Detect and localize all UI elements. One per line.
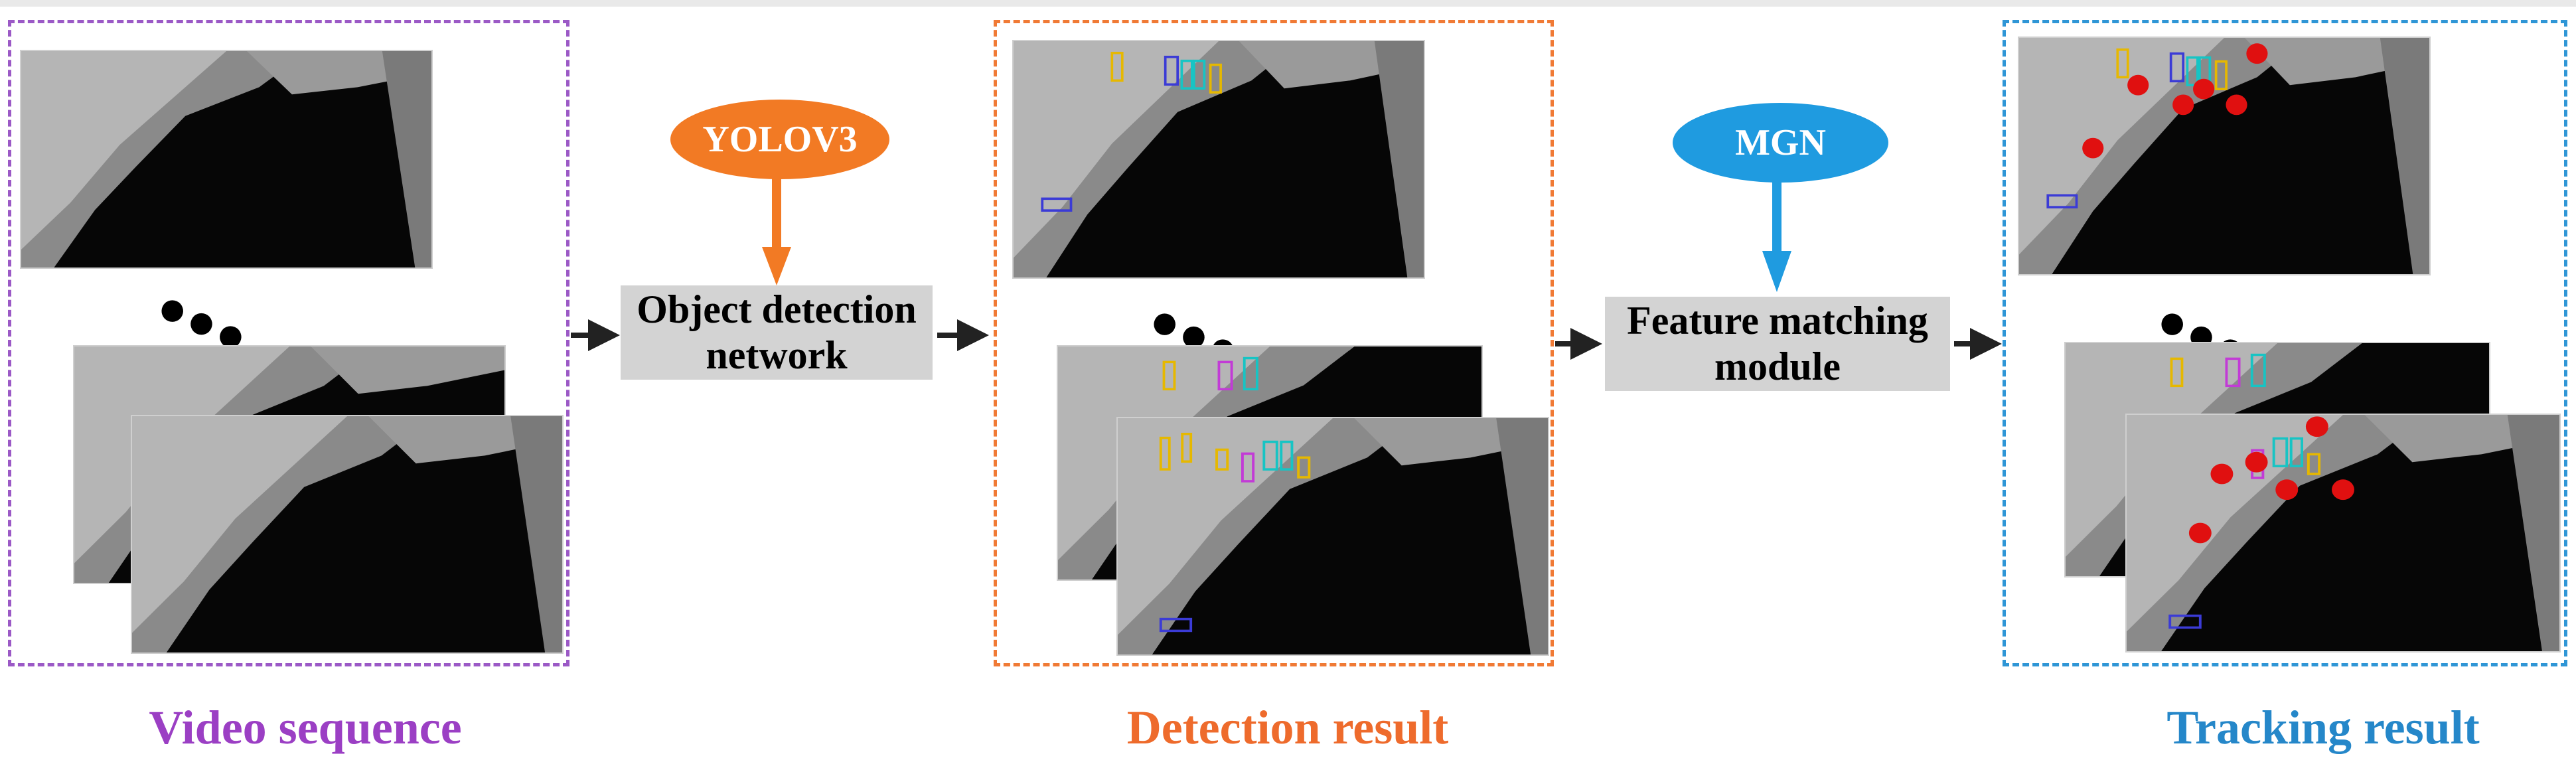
aerial-harbor-image-with-boxes: [1118, 418, 1548, 654]
aerial-harbor-image-with-tracks: [2127, 415, 2559, 651]
video-sequence-caption: Video sequence: [149, 701, 462, 754]
detection-result-panel: [994, 20, 1554, 666]
aerial-harbor-image-with-tracks: [2019, 38, 2429, 274]
tracking-frame-first: [2018, 37, 2431, 275]
detection-result-caption: Detection result: [1126, 701, 1449, 754]
video-frame-front: [131, 415, 564, 654]
top-border-line: [0, 0, 2576, 7]
mgn-model-ellipse: MGN: [1673, 103, 1888, 183]
detection-network-line1: Object detection: [637, 287, 917, 331]
tracking-frame-front: [2125, 414, 2561, 653]
video-sequence-panel: [8, 20, 569, 666]
mgn-label: MGN: [1735, 122, 1826, 163]
arrow-yolo-to-network: [762, 176, 791, 285]
matching-module-line2: module: [1714, 345, 1841, 388]
detection-frame-front: [1116, 417, 1549, 656]
detection-frame-first: [1012, 40, 1425, 279]
tracking-result-panel: [2003, 20, 2567, 666]
aerial-harbor-image-with-boxes: [1014, 41, 1424, 277]
yolov3-model-ellipse: YOLOV3: [670, 100, 889, 179]
arrow-mgn-to-matching: [1762, 181, 1791, 292]
feature-matching-module-box: Feature matching module: [1605, 297, 1950, 391]
aerial-harbor-image: [132, 416, 562, 653]
video-frame-first: [20, 50, 433, 269]
aerial-harbor-image: [21, 51, 431, 268]
detection-network-line2: network: [706, 333, 848, 377]
object-detection-network-box: Object detection network: [621, 285, 933, 380]
yolov3-label: YOLOV3: [702, 119, 858, 160]
matching-module-line1: Feature matching: [1627, 299, 1928, 343]
tracking-result-caption: Tracking result: [2166, 701, 2480, 754]
